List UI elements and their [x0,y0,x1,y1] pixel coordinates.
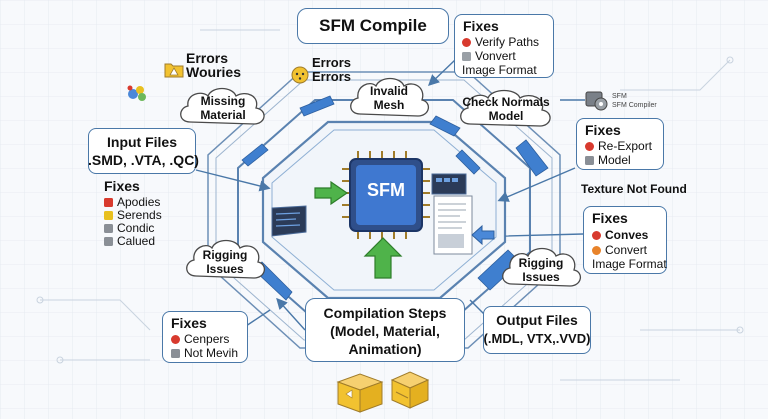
fixes-top-right-item-1-label: Verify Paths [475,35,540,49]
compilation-steps-line2: (Model, Material, [330,323,440,339]
fixes-top-right-item-2: Vonvert [462,49,516,63]
cloud-rigging-left-line1: Rigging [202,248,248,262]
cloud-rigging-left-line2: Issues [206,262,244,276]
fixes-bottom-left-item-2: Not Mevih [171,346,238,360]
output-files-box [483,306,591,354]
cloud-missing-material [180,87,265,125]
page-title: SFM Compile [319,16,427,35]
cloud-rigging-right-line1: Rigging [518,256,564,270]
errors-top-left-line2: Wouries [186,64,241,80]
output-files-line2: (.MDL, VTX,.VVD) [483,331,591,346]
cloud-rigging-right [502,247,581,287]
fix-yellow-square-icon [104,210,113,220]
package-boxes-icon [336,371,430,413]
fixes-left-item-4-label: Calued [117,234,156,248]
title-box [297,8,449,44]
fix-hexagon-icon [585,141,594,151]
fixes-left-item-3: Condic [104,221,154,235]
fixes-right-1-item-2: Model [585,153,631,167]
arrow-left-blue-icon [471,224,495,246]
cloud-check-normals-line1: Check Normals [462,95,550,109]
input-files-line2: .SMD, .VTA, .QC) [88,152,199,168]
fix-cycle-icon [592,230,601,240]
documents-stack-icon [431,173,473,255]
errors-top-mid-line1: Errors [312,55,352,70]
fixes-top-right-extra: Image Format [462,63,537,77]
fixes-right-1-item-1: Re-Export [585,139,652,153]
cloud-missing-material-line2: Material [200,108,246,122]
fixes-left-item-4: Calued [104,234,155,248]
fix-square-icon [585,155,594,165]
cloud-invalid-mesh-line2: Mesh [373,98,405,112]
fixes-bottom-left-item-1-label: Cenpers [184,332,230,346]
fixes-right-2-heading: Fixes [592,210,628,226]
cloud-rigging-right-line2: Issues [522,270,560,284]
output-files-line1: Output Files [496,312,578,328]
fixes-right-1-item-1-label: Re-Export [598,139,653,153]
fixes-left-item-2: Serends [104,208,162,222]
inner-ring-2 [271,129,497,291]
fixes-bottom-left-heading: Fixes [171,315,207,331]
errors-top-mid-line2: Errors [312,69,352,84]
monitor-panel-icon [271,205,307,237]
fix-square-icon [171,348,180,358]
sfm-compiler-icon [585,91,608,111]
compilation-steps-line3: Animation) [348,341,422,357]
arrow-left-green-icon [314,180,349,206]
cloud-rigging-left [186,239,265,279]
fixes-left-item-1-label: Apodies [117,195,161,209]
folder-warning-icon [164,63,184,78]
fixes-right-1-heading: Fixes [585,122,621,138]
sfm-chip [342,151,430,239]
errors-top-left-line1: Errors [186,50,229,66]
fixes-right-2-item-1: Conves [592,228,648,242]
fixes-right-2-item-1-label: Conves [605,228,649,242]
paint-splash-icon [127,85,146,101]
fixes-left-item-3-label: Condic [117,221,155,235]
cloud-invalid-mesh-line1: Invalid [369,84,408,98]
fix-red-square-icon [104,197,113,207]
cloud-missing-material-line1: Missing [200,94,246,108]
arrow-up-green-icon [363,237,403,279]
fix-gray-square-icon [104,236,113,246]
cloud-check-normals [460,89,551,127]
cloud-invalid-mesh [350,77,429,117]
input-files-line1: Input Files [107,134,177,150]
circuit-traces [36,29,744,381]
fixes-right-2-item-2: Convert [592,243,647,257]
fixes-left-heading: Fixes [104,178,140,194]
fix-orange-hexagon-icon [592,245,601,255]
fixes-top-right-item-2-label: Vonvert [475,49,516,63]
fixes-top-right-box [454,14,554,78]
fixes-left-item-2-label: Serends [117,208,162,222]
fixes-right-2-item-2-label: Convert [605,243,648,257]
sfm-compiler-line2: SFM Compiler [612,102,657,109]
fixes-right-1-item-2-label: Model [598,153,631,167]
fix-hexagon-icon [171,334,180,344]
fixes-right-2-extra: Image Format [592,257,667,271]
fixes-bottom-left-item-2-label: Not Mevih [184,346,239,360]
fixes-left-item-1: Apodies [104,195,160,209]
ring-segments [241,95,549,301]
texture-not-found-label: Texture Not Found [581,182,687,196]
fixes-top-right-item-1: Verify Paths [462,35,539,49]
cloud-check-normals-line2: Model [488,109,524,123]
sfm-compiler-line1: SFM [612,93,627,100]
fix-hexagon-icon [462,37,471,47]
sfm-chip-label: SFM [367,180,405,200]
fix-gray-square-icon [104,223,113,233]
compilation-steps-line1: Compilation Steps [323,305,447,321]
fixes-top-right-heading: Fixes [463,18,499,34]
fixes-right-2-box [583,206,667,274]
input-files-box [88,128,196,174]
fix-square-icon [462,51,471,61]
compilation-steps-box [305,298,465,362]
fixes-bottom-left-item-1: Cenpers [171,332,229,346]
warning-face-icon [291,66,309,84]
